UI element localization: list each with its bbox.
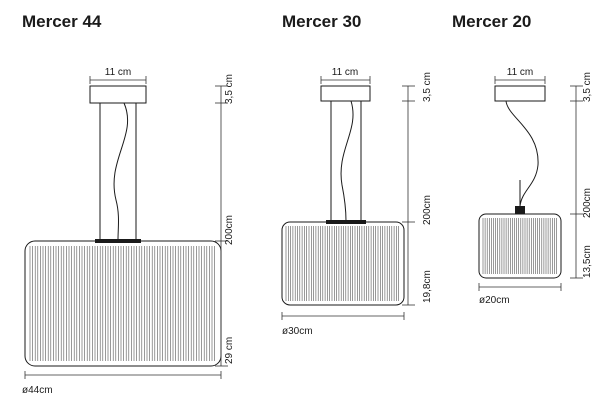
mercer-30-title: Mercer 30 — [282, 12, 361, 31]
mercer-20-title: Mercer 20 — [452, 12, 531, 31]
mercer-44-shade-height: 29 cm — [224, 337, 235, 364]
mercer-20-shade-height: 13,5cm — [582, 245, 593, 278]
mercer-44-cable-length: 200cm — [224, 215, 235, 245]
mercer-30-canopy-height: 3,5 cm — [422, 72, 433, 102]
mercer-44-diameter: ø44cm — [22, 385, 53, 396]
mercer-44-title: Mercer 44 — [22, 12, 102, 31]
mercer-20-canopy — [494, 85, 546, 102]
mercer-30-diameter: ø30cm — [282, 326, 313, 337]
mercer-44-canopy-width: 11 cm — [105, 67, 132, 78]
mercer-44-canopy — [89, 85, 147, 104]
mercer-44-shade — [24, 240, 222, 367]
mercer-30-shade-height: 19,8cm — [422, 270, 433, 303]
mercer-30-shade-ribs — [285, 226, 400, 301]
mercer-44-canopy-height: 3,5 cm — [224, 74, 235, 104]
mercer-30-cable-length: 200cm — [422, 195, 433, 225]
mercer-44-drawing: Mercer 44 11 cm 3,5 cm 200cm 29 cm ø44cm — [22, 12, 235, 396]
mercer-20-drawing: Mercer 20 11 cm 3,5 cm 200cm 13,5cm ø20c… — [452, 12, 593, 306]
mercer-30-power-cord — [340, 100, 354, 222]
mercer-30-canopy-width: 11 cm — [332, 67, 359, 78]
mercer-20-diameter: ø20cm — [479, 295, 510, 306]
mercer-20-shade-ribs — [482, 218, 557, 274]
mercer-20-cable-length: 200cm — [582, 188, 593, 218]
mercer-20-canopy-height: 3,5 cm — [582, 72, 593, 102]
mercer-30-canopy — [320, 85, 371, 102]
mercer-44-power-cord — [113, 102, 129, 241]
mercer-30-drawing: Mercer 30 11 cm 3,5 cm 200cm 19,8cm ø30c… — [281, 12, 433, 337]
mercer-20-power-cord — [505, 100, 539, 207]
mercer-20-canopy-width: 11 cm — [507, 67, 534, 78]
mercer-30-shade — [281, 221, 405, 306]
mercer-44-shade-ribs — [29, 246, 215, 361]
